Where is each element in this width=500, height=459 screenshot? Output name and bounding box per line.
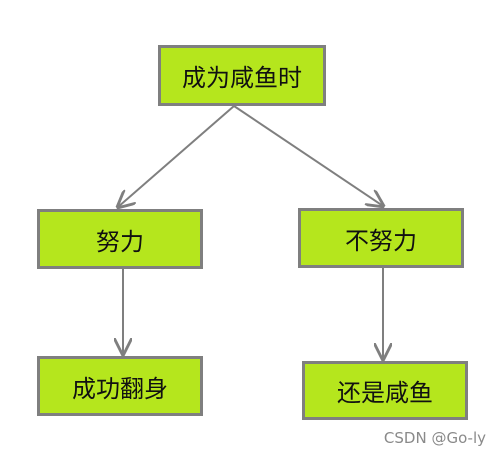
node-success: 成功翻身 — [37, 356, 203, 416]
node-root-label: 成为咸鱼时 — [182, 64, 302, 92]
edge-root-to-effort — [118, 105, 235, 207]
node-still-fish: 还是咸鱼 — [302, 361, 468, 420]
node-success-label: 成功翻身 — [72, 374, 168, 403]
edge-root-to-no-effort — [233, 105, 383, 206]
node-effort: 努力 — [37, 209, 203, 269]
watermark: CSDN @Go-ly — [383, 429, 486, 447]
node-no-effort: 不努力 — [298, 208, 464, 268]
node-effort-label: 努力 — [96, 227, 144, 256]
node-still-fish-label: 还是咸鱼 — [337, 379, 433, 407]
node-no-effort-label: 不努力 — [345, 226, 417, 255]
node-root: 成为咸鱼时 — [158, 45, 326, 106]
